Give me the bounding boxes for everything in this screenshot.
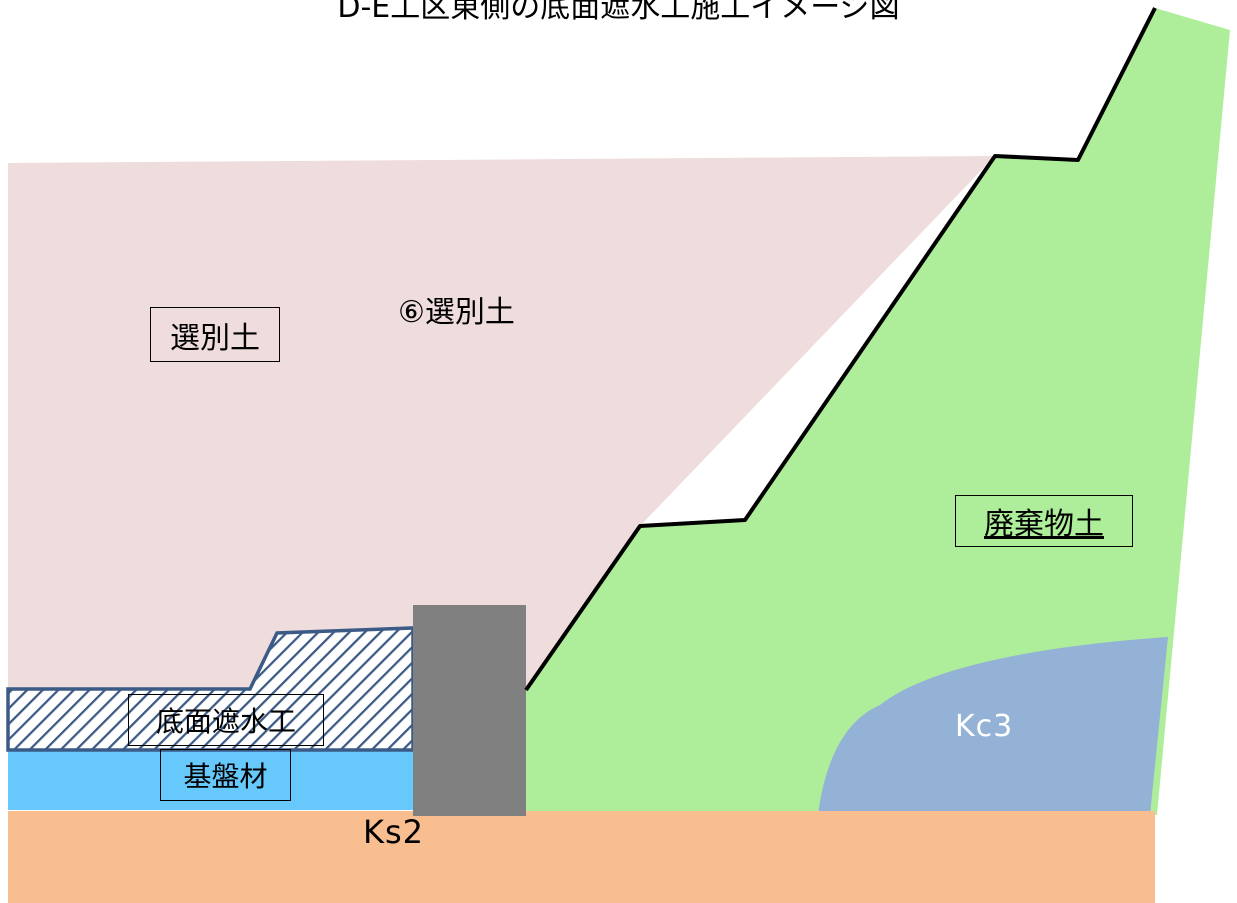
bottom-waterproofing-label-box: 底面遮水工: [128, 694, 324, 746]
ks2-layer: [8, 811, 1155, 903]
selected-soil-label-box: 選別土: [150, 307, 280, 362]
slope-boundary-line: [524, 7, 1157, 692]
selected-soil-label: 選別土: [170, 320, 260, 356]
base-material-label: 基盤材: [183, 760, 268, 793]
waste-soil-region: [526, 8, 1230, 815]
diagram-title: D-E工区東側の底面遮水工施工イメージ図: [337, 0, 900, 25]
bottom-waterproofing-label: 底面遮水工: [155, 705, 296, 738]
waste-soil-label: 廃棄物土: [984, 507, 1104, 542]
retaining-wall: [413, 605, 526, 816]
kc3-region: [818, 637, 1168, 815]
base-material-label-box: 基盤材: [160, 749, 291, 801]
selected-soil-6-label: ⑥選別土: [398, 295, 515, 330]
waste-soil-label-box: 廃棄物土: [955, 495, 1133, 547]
selected-soil-region: [8, 156, 995, 810]
ks2-label: Ks2: [363, 813, 425, 851]
kc3-label: Kc3: [955, 709, 1014, 744]
